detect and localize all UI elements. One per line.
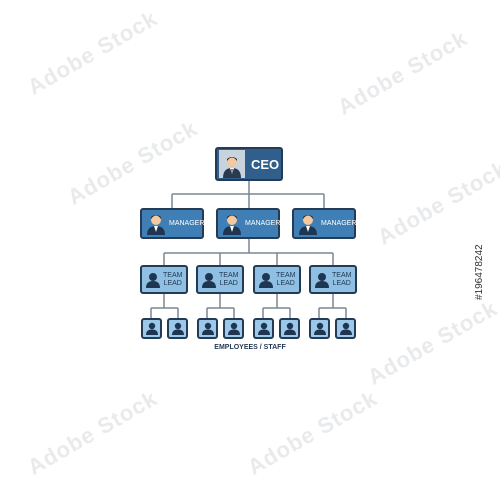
ceo-label: CEO <box>251 156 280 172</box>
person-icon <box>313 322 326 335</box>
manager-icon <box>146 213 166 235</box>
manager-node: MANAGER <box>292 208 356 239</box>
manager-node: MANAGER <box>216 208 280 239</box>
employee-node <box>335 318 356 339</box>
person-icon <box>146 272 160 288</box>
person-icon <box>202 272 216 288</box>
manager-icon <box>298 213 318 235</box>
person-icon <box>201 322 214 335</box>
employee-node <box>309 318 330 339</box>
manager-label: MANAGER <box>245 220 281 227</box>
manager-label: MANAGER <box>321 220 357 227</box>
person-icon <box>283 322 296 335</box>
employee-node <box>197 318 218 339</box>
person-icon <box>145 322 158 335</box>
employee-node <box>279 318 300 339</box>
person-icon <box>259 272 273 288</box>
person-icon <box>339 322 352 335</box>
person-icon <box>171 322 184 335</box>
employee-node <box>141 318 162 339</box>
employee-node <box>223 318 244 339</box>
manager-label: MANAGER <box>169 220 205 227</box>
manager-icon <box>222 213 242 235</box>
executive-icon <box>219 150 245 178</box>
employee-node <box>253 318 274 339</box>
person-icon <box>315 272 329 288</box>
employees-staff-label: EMPLOYEES / STAFF <box>214 344 286 351</box>
ceo-node: CEO <box>215 147 283 181</box>
person-icon <box>227 322 240 335</box>
person-icon <box>257 322 270 335</box>
manager-node: MANAGER <box>140 208 204 239</box>
employee-node <box>167 318 188 339</box>
